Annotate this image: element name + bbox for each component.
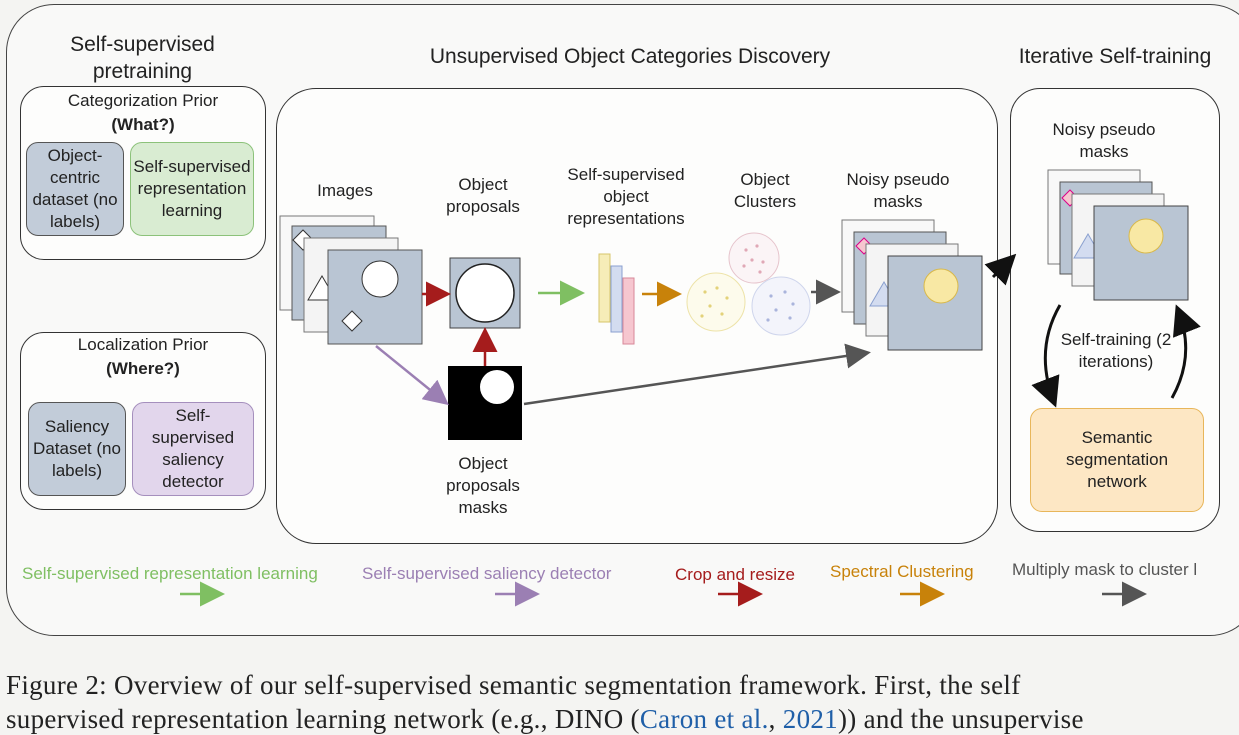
localization-prior-subtitle: (Where?) (106, 359, 180, 378)
segmentation-network-box: Semantic segmentation network (1030, 408, 1204, 512)
caption-text-c: )) and the unsupervise (837, 704, 1084, 734)
legend-representation: Self-supervised representation learning (22, 564, 318, 583)
caption-text-a: supervised representation learning netwo… (6, 704, 640, 734)
noisy-masks-label: Noisy pseudo masks (846, 170, 950, 211)
localization-prior-title: Localization Prior (77, 335, 209, 354)
representations-label: Self-supervised object representations (567, 165, 685, 228)
figure-caption-line2: supervised representation learning netwo… (6, 704, 1084, 735)
selftraining-masks-label: Noisy pseudo masks (1052, 120, 1156, 161)
image-stack (279, 215, 423, 345)
legend-multiply: Multiply mask to cluster l (1012, 560, 1198, 579)
selftraining-masks-stack (1047, 169, 1189, 301)
selftraining-title: Iterative Self-training (1018, 45, 1212, 68)
to-selftraining-arrow (984, 253, 1017, 286)
legend-crop: Crop and resize (675, 565, 796, 584)
loop-arrow-down (1031, 304, 1062, 408)
images-label: Images (317, 181, 373, 200)
proposal-masks-label: Object proposals masks (446, 454, 520, 517)
saliency-detector-box: Self-supervised saliency detector (132, 402, 254, 496)
legend-clustering: Spectral Clustering (830, 562, 974, 581)
noisy-masks-stack (841, 219, 983, 351)
object-proposals-label: Object proposals (446, 175, 520, 216)
legend-saliency: Self-supervised saliency detector (362, 564, 612, 583)
saliency-arrow (375, 345, 449, 406)
object-clusters (686, 232, 811, 336)
loop-arrow-up (1170, 304, 1201, 399)
saliency-dataset-box: Saliency Dataset (no labels) (28, 402, 126, 496)
figure-caption-line1: Figure 2: Overview of our self-supervise… (6, 670, 1021, 700)
representation-learning-box: Self-supervised representation learning (130, 142, 254, 236)
categorization-prior-subtitle: (What?) (111, 115, 175, 134)
object-proposal-mask (448, 366, 522, 440)
citation-year-link[interactable]: 2021 (782, 704, 838, 734)
object-proposal-crop (449, 257, 521, 329)
representation-bars (598, 253, 635, 345)
discovery-title: Unsupervised Object Categories Discovery (429, 45, 831, 68)
selftraining-loop-label: Self-training (2 iterations) (1060, 330, 1172, 371)
object-centric-dataset-box: Object-centric dataset (no labels) (26, 142, 124, 236)
categorization-prior-title: Categorization Prior (67, 91, 219, 110)
object-clusters-label: Object Clusters (733, 170, 797, 211)
citation-author-link[interactable]: Caron et al. (639, 704, 769, 734)
caption-text-b: , (768, 704, 783, 734)
multiply-mask-arrow (523, 343, 871, 406)
pretraining-title: Self-supervised pretraining (70, 33, 215, 83)
